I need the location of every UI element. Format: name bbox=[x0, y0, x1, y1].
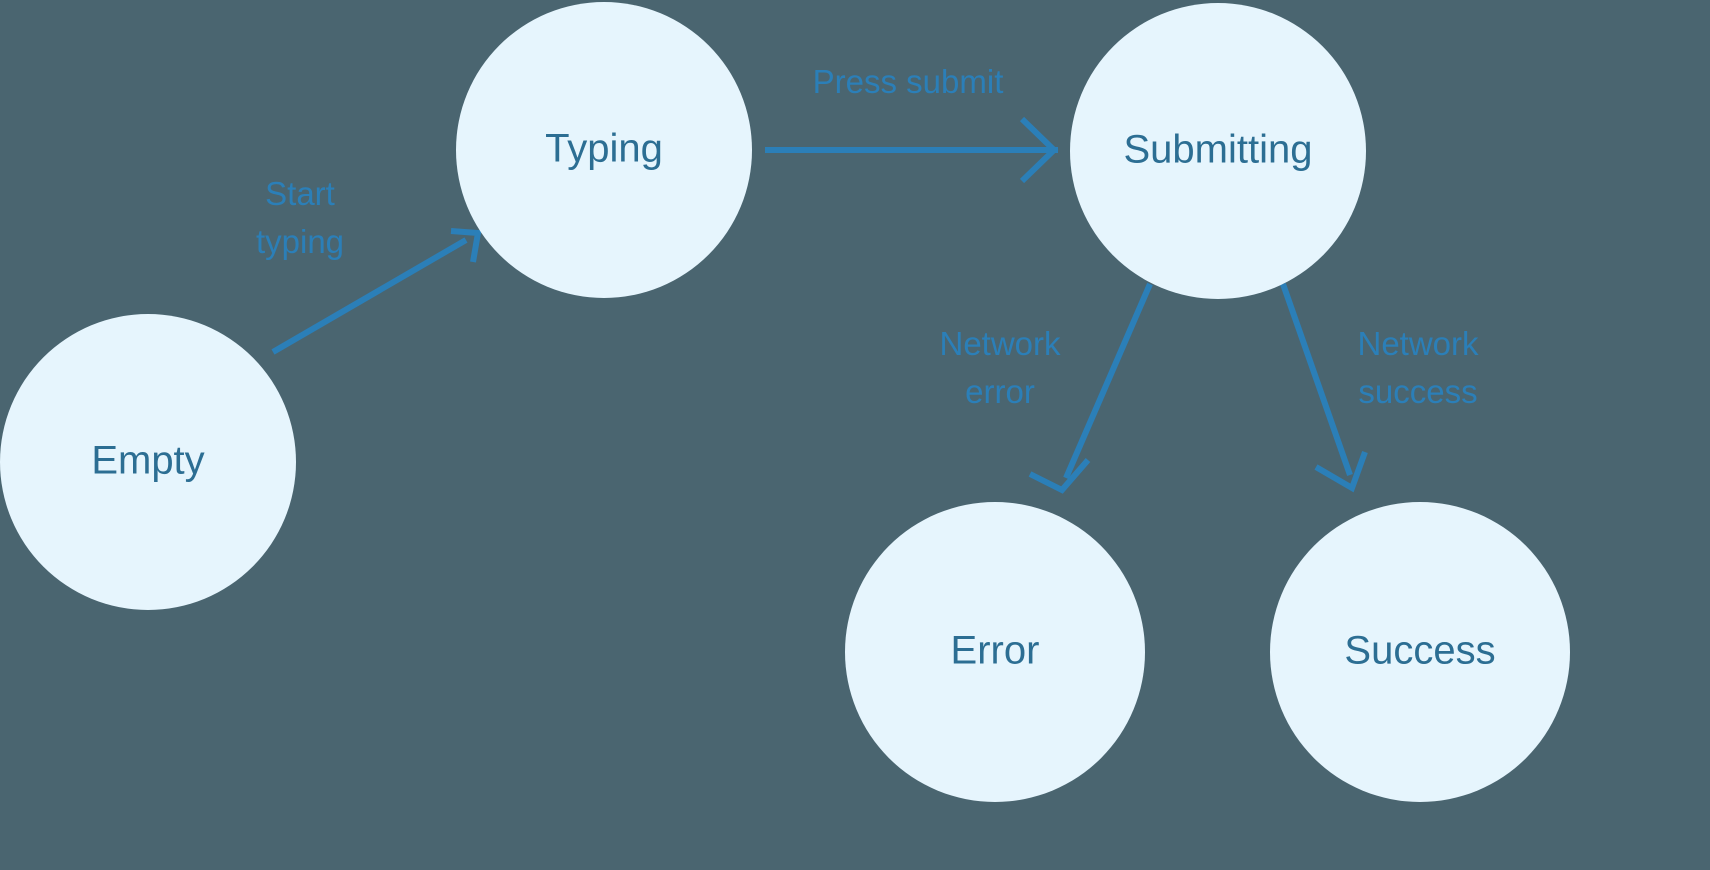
state-node-success[interactable]: Success bbox=[1270, 502, 1570, 802]
state-node-success-circle bbox=[1270, 502, 1570, 802]
edge-label-start-typing-line-2: typing bbox=[256, 223, 344, 260]
edge-line-submitting-to-error bbox=[1063, 282, 1153, 480]
state-node-submitting[interactable]: Submitting bbox=[1070, 3, 1366, 299]
edge-label-start-typing-line-1: Start bbox=[265, 175, 335, 212]
state-node-empty-label: Empty bbox=[91, 439, 204, 483]
edge-label-network-success-line-1: Network bbox=[1357, 325, 1479, 362]
edge-label-network-error-line-2: error bbox=[965, 373, 1035, 410]
state-node-submitting-label: Submitting bbox=[1124, 128, 1313, 172]
arrowhead-submitting-to-success bbox=[1314, 450, 1368, 493]
state-node-typing-circle bbox=[456, 2, 752, 298]
edge-label-network-error: Network error bbox=[939, 325, 1061, 410]
edge-submitting-to-success[interactable] bbox=[1280, 283, 1368, 493]
state-node-submitting-circle bbox=[1070, 3, 1366, 299]
state-node-success-label: Success bbox=[1344, 629, 1495, 673]
edge-label-press-submit-line-1: Press submit bbox=[813, 63, 1004, 100]
state-node-error-circle bbox=[845, 502, 1145, 802]
state-node-error[interactable]: Error bbox=[845, 502, 1145, 802]
edge-label-network-error-line-1: Network bbox=[939, 325, 1061, 362]
state-node-error-label: Error bbox=[951, 629, 1040, 673]
edge-label-press-submit: Press submit bbox=[813, 63, 1004, 100]
state-node-typing[interactable]: Typing bbox=[456, 2, 752, 298]
edge-submitting-to-error[interactable] bbox=[1028, 282, 1153, 494]
edge-label-network-success-line-2: success bbox=[1358, 373, 1477, 410]
edge-label-network-success: Network success bbox=[1357, 325, 1479, 410]
arrowhead-empty-to-typing bbox=[450, 228, 482, 263]
edge-line-empty-to-typing bbox=[271, 237, 468, 355]
edge-label-start-typing: Start typing bbox=[256, 175, 344, 260]
edge-line-submitting-to-success bbox=[1280, 283, 1353, 476]
state-node-empty[interactable]: Empty bbox=[0, 314, 296, 610]
state-node-typing-label: Typing bbox=[545, 127, 663, 171]
arrowhead-submitting-to-error bbox=[1028, 458, 1091, 494]
state-node-empty-circle bbox=[0, 314, 296, 610]
edge-empty-to-typing[interactable] bbox=[271, 228, 482, 355]
edge-typing-to-submitting[interactable] bbox=[765, 116, 1059, 184]
arrowhead-typing-to-submitting bbox=[1019, 116, 1059, 184]
